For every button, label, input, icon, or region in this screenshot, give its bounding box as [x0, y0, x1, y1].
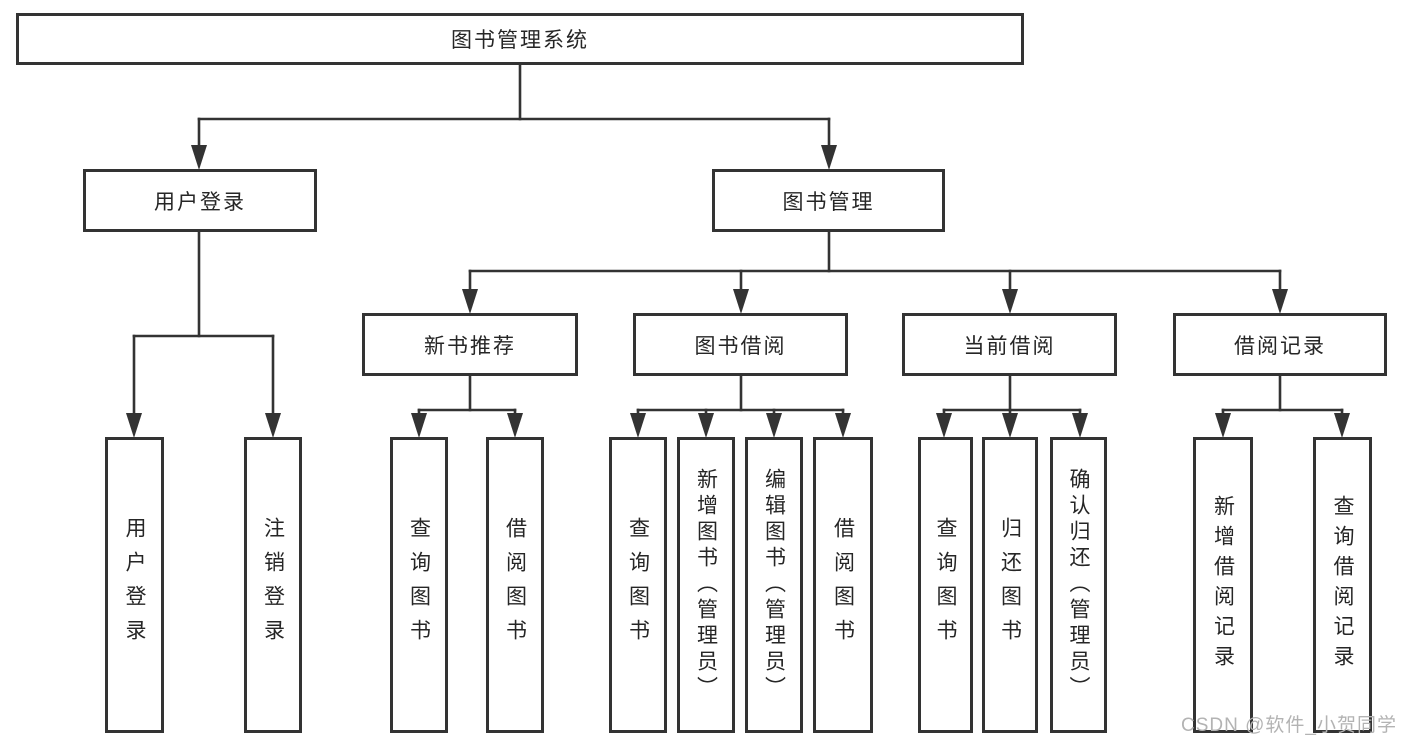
leaf-confirm-return-admin: 确认归还（管理员）	[1050, 437, 1107, 733]
node-book-borrowing: 图书借阅	[633, 313, 848, 376]
node-label: 当前借阅	[963, 334, 1056, 358]
node-label: 借阅记录	[1234, 334, 1326, 358]
leaf-query-books-borrowing: 查询图书	[609, 437, 667, 733]
node-label: 用户登录	[154, 190, 246, 214]
leaf-borrow-books-borrowing: 借阅图书	[813, 437, 873, 733]
leaf-query-books-recommend: 查询图书	[390, 437, 448, 733]
node-system-root: 图书管理系统	[16, 13, 1024, 65]
leaf-add-borrow-record: 新增借阅记录	[1193, 437, 1253, 733]
node-borrowing-records: 借阅记录	[1173, 313, 1387, 376]
node-label: 图书管理	[782, 190, 875, 214]
leaf-return-books: 归还图书	[982, 437, 1038, 733]
leaf-query-borrow-record: 查询借阅记录	[1313, 437, 1372, 733]
leaf-edit-books-admin: 编辑图书（管理员）	[745, 437, 803, 733]
leaf-user-login: 用户登录	[105, 437, 164, 733]
node-book-management: 图书管理	[712, 169, 945, 232]
node-current-borrowing: 当前借阅	[902, 313, 1117, 376]
node-label: 新书推荐	[424, 334, 516, 358]
node-new-book-recommendation: 新书推荐	[362, 313, 578, 376]
watermark-text: CSDN @软件_小贺同学	[1181, 715, 1397, 736]
leaf-add-books-admin: 新增图书（管理员）	[677, 437, 735, 733]
node-label: 图书管理系统	[451, 29, 589, 52]
node-label: 图书借阅	[694, 334, 787, 358]
node-user-login: 用户登录	[83, 169, 317, 232]
leaf-logout-login: 注销登录	[244, 437, 302, 733]
leaf-borrow-books-recommend: 借阅图书	[486, 437, 544, 733]
leaf-query-books-current: 查询图书	[918, 437, 973, 733]
